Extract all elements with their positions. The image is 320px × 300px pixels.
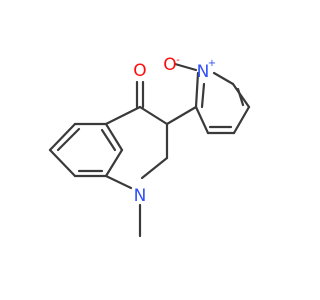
- bond: [138, 105, 169, 126]
- double-bond-inner: [200, 82, 206, 109]
- bond: [165, 105, 198, 126]
- carbonyl-oxygen-label: O: [133, 61, 146, 81]
- bond: [48, 122, 77, 152]
- carbonyl-group: [135, 80, 145, 109]
- bond: [104, 122, 124, 152]
- bond: [48, 148, 77, 178]
- n-oxide-oxygen-label: O: [163, 55, 176, 75]
- bond: [104, 105, 142, 126]
- bond: [212, 71, 235, 86]
- double-bond-inner: [56, 127, 81, 152]
- bond: [104, 174, 133, 190]
- molecule-structure: O N + O - N: [48, 55, 251, 238]
- n-oxide-negative-charge: -: [176, 55, 180, 66]
- n-oxide-nitrogen-label: N: [197, 62, 210, 82]
- n-oxide-positive-charge: +: [208, 58, 216, 69]
- bond: [104, 148, 124, 178]
- double-bond-inner: [236, 87, 245, 107]
- bond: [232, 105, 251, 135]
- n-oxide-bond: [173, 62, 198, 72]
- bond: [194, 105, 210, 135]
- amine-nitrogen-label: N: [134, 186, 147, 206]
- double-bond-inner: [100, 128, 117, 152]
- pyridine-n-oxide-ring: [194, 71, 251, 135]
- bond: [194, 71, 200, 109]
- bond: [140, 156, 169, 180]
- structure-canvas: O N + O - N: [48, 55, 251, 238]
- benzene-ring: [48, 122, 124, 178]
- piperidinone-ring: [104, 105, 169, 190]
